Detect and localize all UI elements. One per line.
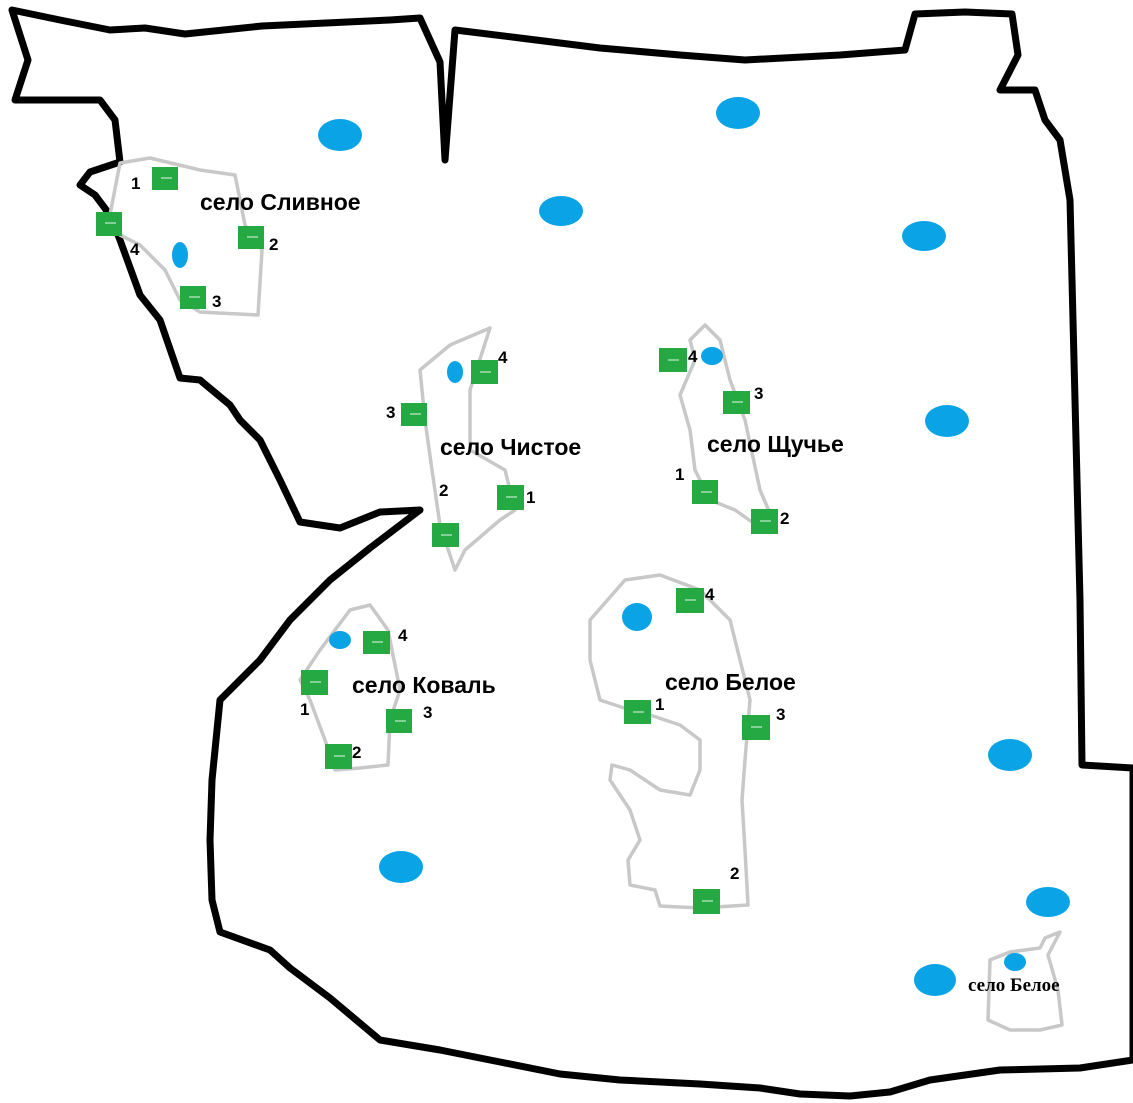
site-marker[interactable] xyxy=(471,360,498,384)
marker-number: 1 xyxy=(675,465,684,484)
lake-icon xyxy=(447,361,463,383)
village-border-beloe-small xyxy=(986,930,1064,1032)
marker-number: 4 xyxy=(130,240,140,259)
lake-icon xyxy=(622,603,652,631)
marker-number: 1 xyxy=(131,174,140,193)
lake-icon xyxy=(1026,887,1070,917)
village-border-slivnoe xyxy=(106,156,264,317)
marker-number: 4 xyxy=(398,626,408,645)
lake-icon xyxy=(925,405,969,437)
site-marker[interactable] xyxy=(676,588,704,613)
site-marker[interactable] xyxy=(180,286,206,309)
lake-icon xyxy=(329,631,351,649)
site-marker[interactable] xyxy=(325,744,352,769)
site-marker[interactable] xyxy=(96,212,122,236)
site-markers xyxy=(96,167,778,914)
marker-number: 3 xyxy=(212,292,221,311)
site-marker[interactable] xyxy=(152,167,178,190)
site-marker[interactable] xyxy=(401,403,427,426)
lake-icon xyxy=(914,964,956,996)
lake-icon xyxy=(318,119,362,151)
lake-icon xyxy=(1004,953,1026,971)
site-marker[interactable] xyxy=(751,509,778,534)
site-marker[interactable] xyxy=(742,715,770,740)
marker-number: 3 xyxy=(423,703,432,722)
marker-number: 4 xyxy=(498,348,508,367)
water-bodies xyxy=(172,97,1070,996)
marker-number: 3 xyxy=(386,403,395,422)
marker-numbers: 1 2 3 4 1 2 3 4 1 2 3 4 1 2 3 4 1 2 3 4 xyxy=(130,174,789,883)
village-label-slivnoe: село Сливное xyxy=(200,189,361,215)
marker-number: 2 xyxy=(730,864,739,883)
marker-number: 4 xyxy=(688,347,698,366)
lake-icon xyxy=(379,851,423,883)
lake-icon xyxy=(902,221,946,251)
village-label-beloe-small: село Белое xyxy=(968,975,1060,996)
marker-number: 2 xyxy=(780,509,789,528)
lake-icon xyxy=(701,347,723,365)
site-marker[interactable] xyxy=(497,485,524,510)
marker-number: 2 xyxy=(439,481,448,500)
site-marker[interactable] xyxy=(238,226,264,249)
marker-number: 2 xyxy=(269,235,278,254)
village-border-koval xyxy=(298,603,402,772)
marker-number: 3 xyxy=(776,705,785,724)
site-marker[interactable] xyxy=(432,523,459,547)
site-marker[interactable] xyxy=(624,700,651,724)
site-marker[interactable] xyxy=(693,889,720,914)
site-marker[interactable] xyxy=(659,348,687,372)
marker-number: 1 xyxy=(300,700,309,719)
site-marker[interactable] xyxy=(692,480,718,504)
site-marker[interactable] xyxy=(363,631,390,654)
village-label-beloe: село Белое xyxy=(665,669,796,695)
lake-icon xyxy=(716,97,760,129)
marker-number: 1 xyxy=(655,695,664,714)
marker-number: 3 xyxy=(754,384,763,403)
lake-icon xyxy=(539,196,583,226)
marker-number: 4 xyxy=(705,585,715,604)
lake-icon xyxy=(172,242,188,268)
marker-number: 1 xyxy=(526,488,535,507)
site-marker[interactable] xyxy=(723,391,750,414)
village-label-chistoe: село Чистое xyxy=(440,434,581,460)
village-border-chistoe xyxy=(418,326,517,572)
site-marker[interactable] xyxy=(386,709,412,733)
site-marker[interactable] xyxy=(301,670,328,695)
village-label-koval: село Коваль xyxy=(352,672,496,698)
village-label-shchuchye: село Щучье xyxy=(707,431,844,457)
district-border xyxy=(8,6,1133,1100)
marker-number: 2 xyxy=(352,743,361,762)
lake-icon xyxy=(988,739,1032,771)
